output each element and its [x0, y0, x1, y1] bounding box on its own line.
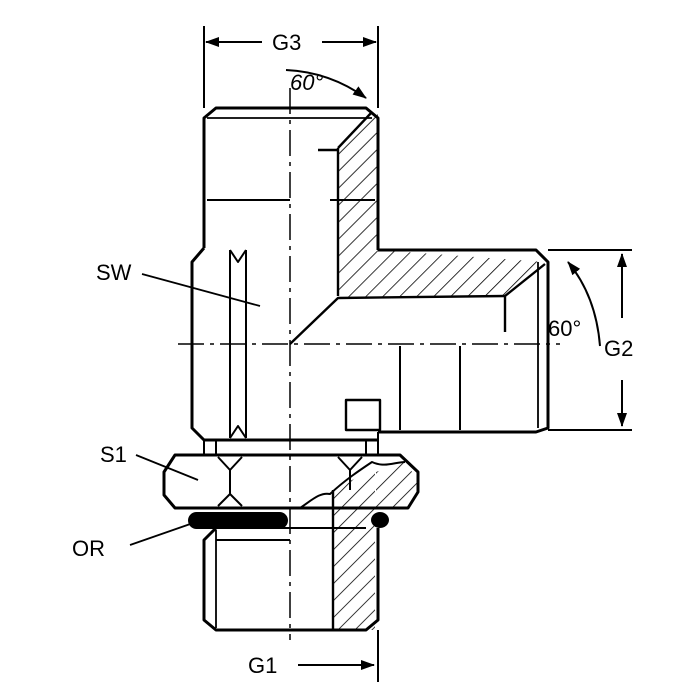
sw-label: SW	[96, 260, 132, 285]
right-cone-line	[504, 263, 546, 297]
or-leader	[129, 521, 197, 546]
g2-label: G2	[604, 336, 633, 361]
sw-leader	[141, 273, 261, 307]
g1-label: G1	[248, 653, 277, 678]
inner-block	[344, 398, 382, 432]
bottom-stud-outline	[202, 526, 380, 632]
top-angle-arc	[285, 69, 367, 99]
right-port-outline	[378, 248, 550, 434]
top-port-outline	[202, 106, 380, 250]
right-angle-label: 60°	[548, 316, 581, 341]
s1-leader	[135, 454, 199, 481]
o-ring	[188, 512, 389, 529]
locknut-outline	[162, 453, 228, 510]
nut-section	[376, 462, 418, 508]
or-label: OR	[72, 536, 105, 561]
right-angle-arc	[567, 261, 601, 347]
lower-wall-section	[333, 468, 375, 630]
s1-label: S1	[100, 442, 127, 467]
g3-label: G3	[272, 30, 301, 55]
hex-body-outline	[190, 247, 378, 442]
section-hatching	[333, 108, 545, 630]
centerlines	[178, 88, 560, 640]
break-line	[299, 461, 406, 509]
top-angle-label: 60°	[290, 70, 323, 95]
top-cone-line	[337, 111, 373, 149]
dimension-lines	[129, 26, 632, 682]
upper-wall-section	[338, 108, 545, 298]
